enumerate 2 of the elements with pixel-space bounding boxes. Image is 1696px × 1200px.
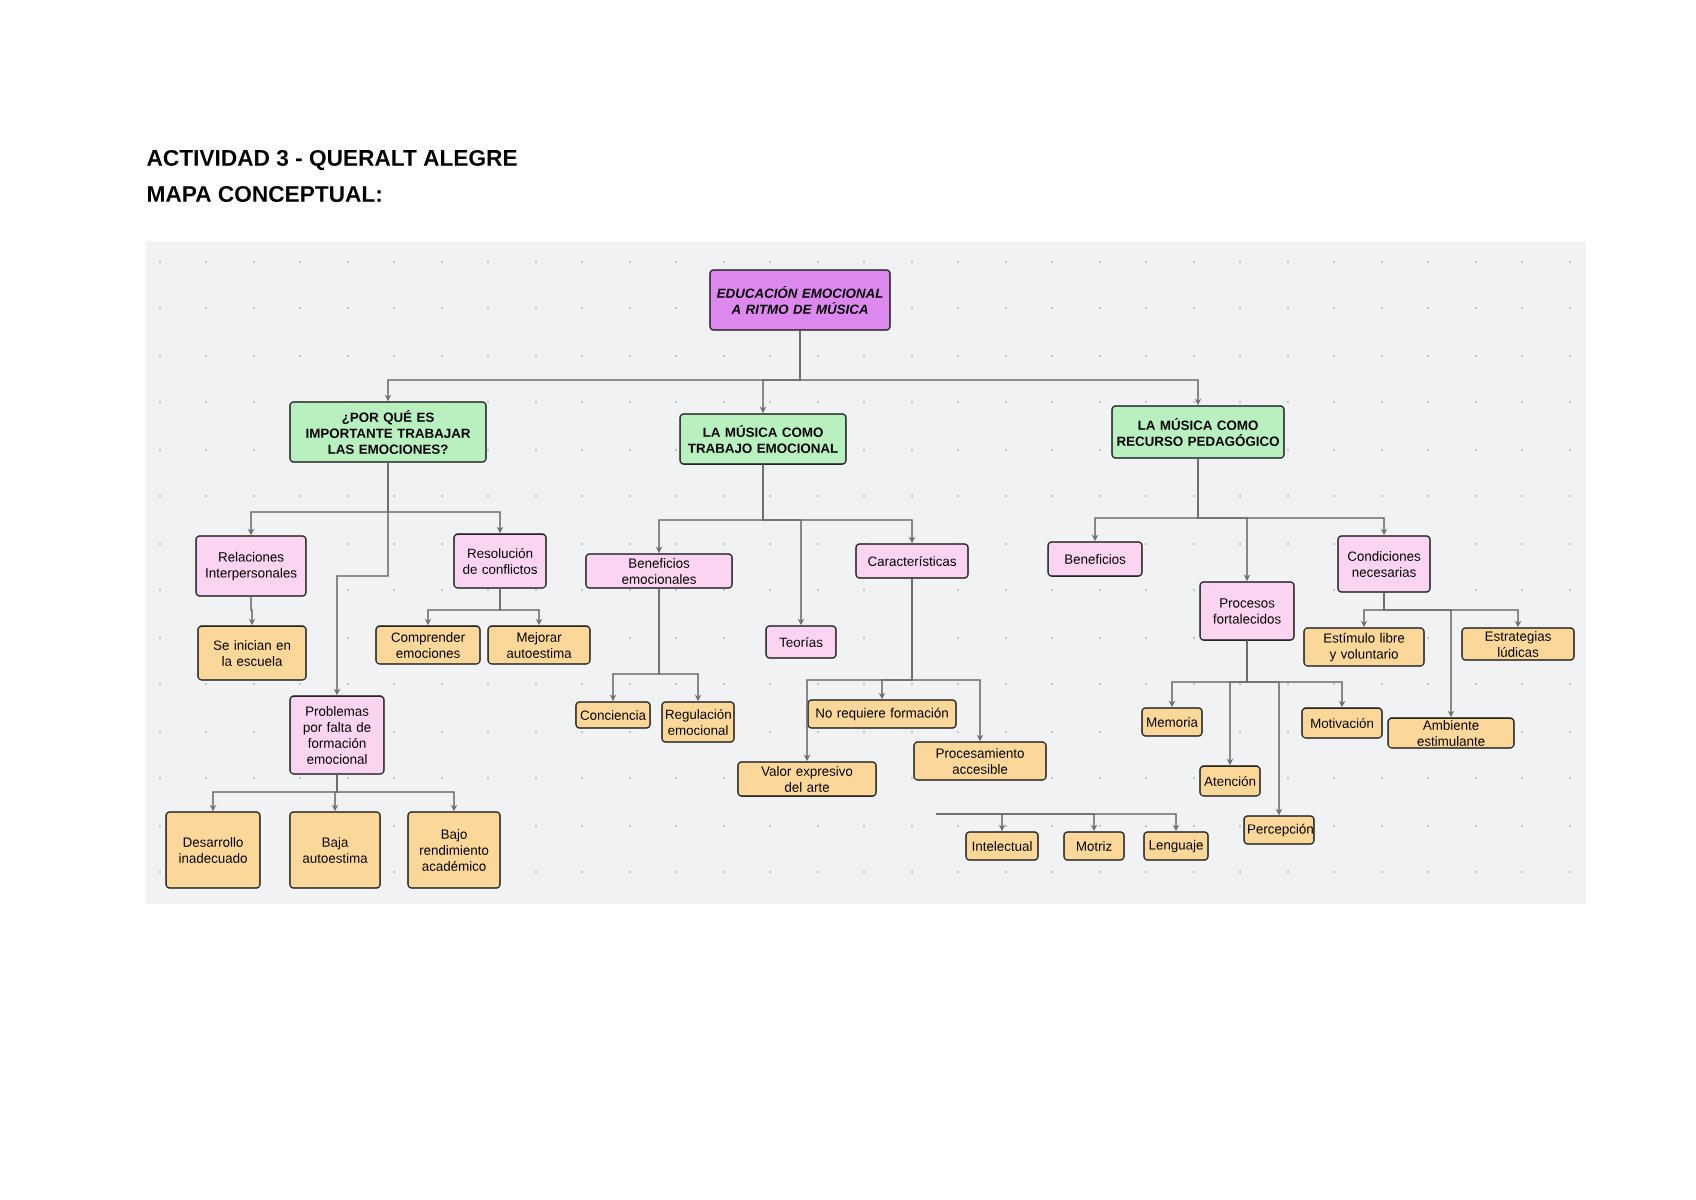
title: ACTIVIDAD 3 - QUERALT ALEGRE: [147, 149, 517, 171]
heading: MAPA CONCEPTUAL:: [148, 186, 381, 202]
